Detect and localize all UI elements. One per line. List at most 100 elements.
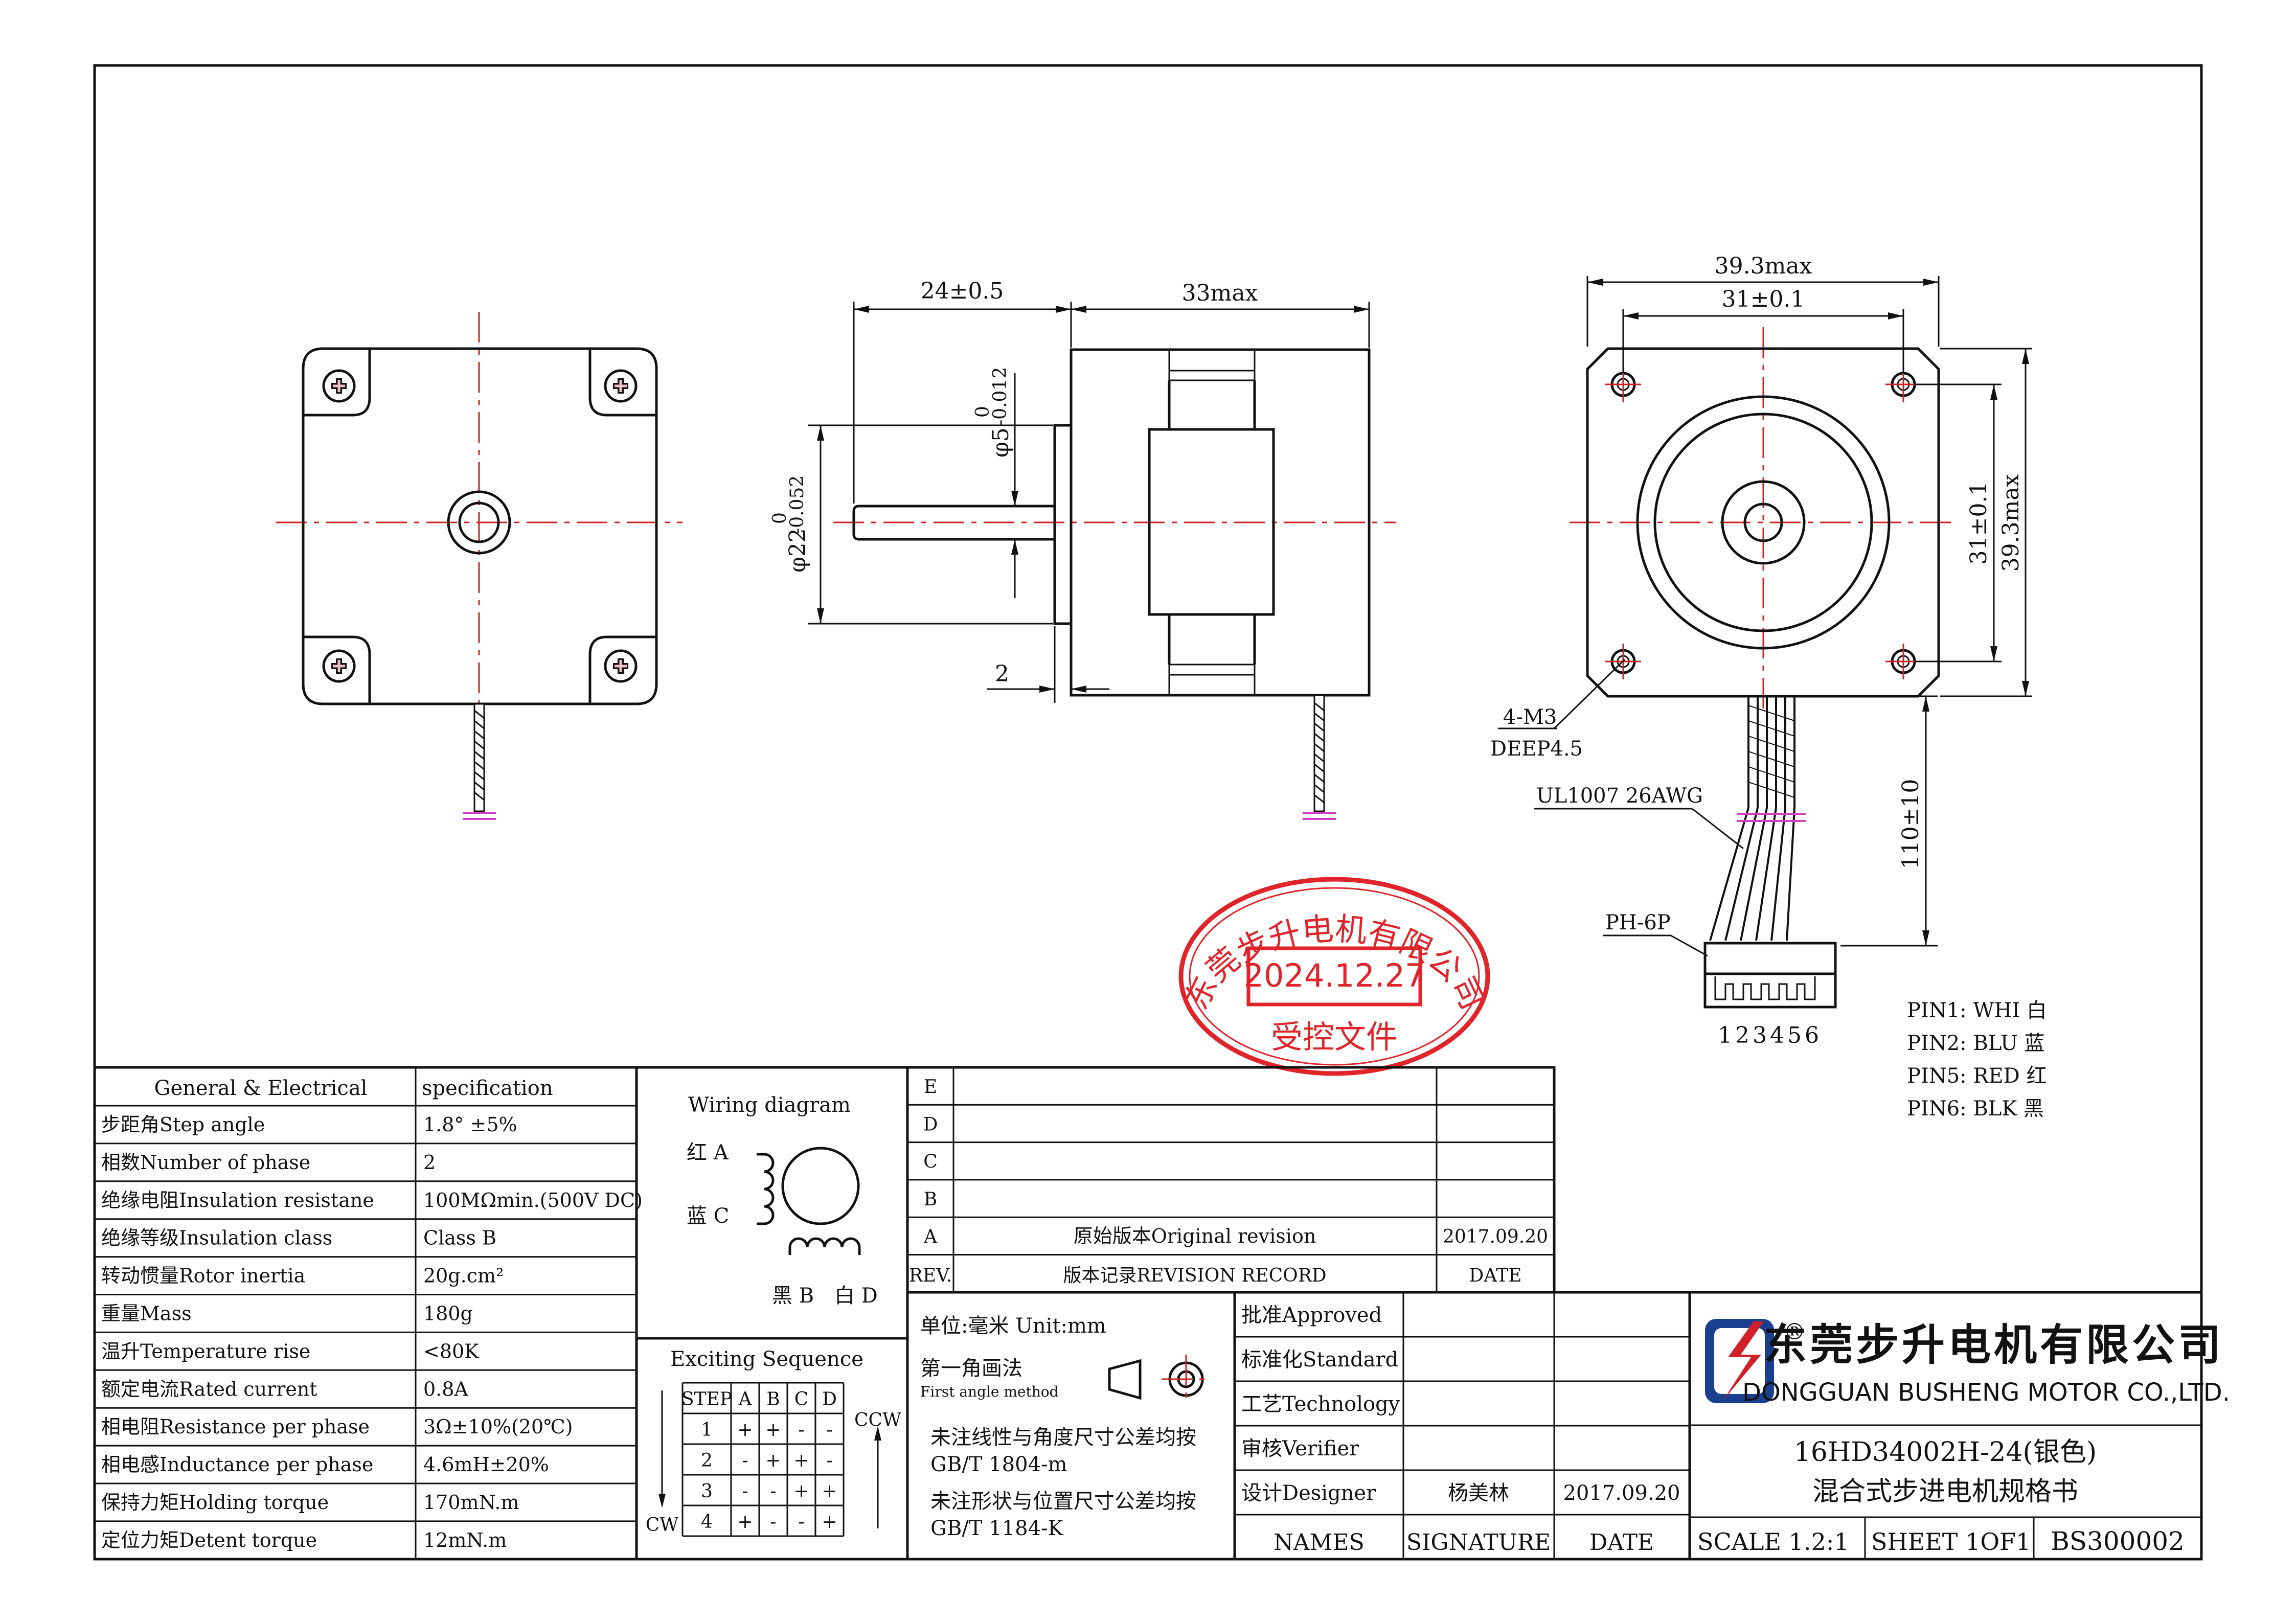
pin-label: PIN2: BLU 蓝 — [1907, 1032, 2045, 1055]
spec-name: 保持力矩Holding torque — [101, 1491, 329, 1514]
spec-name: 温升Temperature rise — [101, 1340, 310, 1362]
appr-col-signature: SIGNATURE — [1406, 1529, 1551, 1556]
seq-header: D — [822, 1389, 837, 1410]
company-name-cn: 东莞步升电机有限公司 — [1764, 1320, 2224, 1370]
company-logo: ® — [1705, 1319, 1806, 1403]
spec-name: 转动惯量Rotor inertia — [101, 1265, 305, 1287]
dim-boss-tol-lower: -0.052 — [787, 475, 808, 534]
company-name-en: DONGGUAN BUSHENG MOTOR CO.,LTD. — [1742, 1378, 2230, 1407]
seq-cell: - — [826, 1450, 832, 1471]
spec-value: 3Ω±10%(20℃) — [423, 1415, 573, 1438]
seq-cell: - — [798, 1512, 804, 1533]
seq-header: B — [766, 1389, 780, 1410]
connector-body — [1703, 942, 1837, 975]
dim-shaft-dia: φ5 — [988, 427, 1014, 458]
dim-screw-holes: 4-M3 — [1503, 705, 1557, 729]
appr-role: 工艺Technology — [1241, 1392, 1400, 1416]
document-number: BS300002 — [2051, 1526, 2185, 1556]
dim-boss-dia: φ22 — [785, 528, 811, 573]
pin-label: PIN6: BLK 黑 — [1907, 1097, 2044, 1121]
seq-cell: 2 — [701, 1450, 713, 1471]
sheet-label: SHEET 1OF1 — [1871, 1528, 2031, 1556]
seq-cell: + — [737, 1420, 753, 1441]
spec-header-left: General & Electrical — [154, 1077, 368, 1100]
model-number: 16HD34002H-24(银色) — [1794, 1437, 2097, 1468]
seq-cell: 3 — [701, 1481, 713, 1502]
dim-shaft-tol-lower: -0.012 — [990, 367, 1011, 426]
rev-header-date: DATE — [1469, 1265, 1521, 1286]
rev-code: D — [923, 1114, 938, 1135]
seq-header: STEP — [681, 1389, 732, 1410]
spec-value: 1.8° ±5% — [423, 1113, 517, 1136]
seq-cell: - — [770, 1512, 776, 1533]
spec-name: 相电阻Resistance per phase — [101, 1415, 370, 1438]
spec-header-right: specification — [422, 1077, 553, 1100]
appr-col-names: NAMES — [1274, 1529, 1365, 1556]
seq-cell: + — [737, 1512, 753, 1533]
appr-role: 设计Designer — [1241, 1481, 1376, 1505]
stamp-label: 受控文件 — [1271, 1018, 1398, 1056]
seq-cell: + — [765, 1420, 781, 1441]
seq-header: A — [738, 1389, 753, 1410]
rev-header-record: 版本记录REVISION RECORD — [1063, 1265, 1326, 1286]
logo-registered: ® — [1783, 1319, 1806, 1345]
spec-value: 20g.cm² — [423, 1265, 504, 1287]
front-view — [276, 312, 683, 820]
spec-name: 相电感Inductance per phase — [101, 1453, 373, 1476]
seq-cell: - — [798, 1420, 804, 1441]
approval-table: 批准Approved标准化Standard工艺Technology审核Verif… — [1233, 1291, 1691, 1561]
rev-header-rev: REV. — [909, 1265, 952, 1286]
document-title: 混合式步进电机规格书 — [1812, 1476, 2078, 1507]
seq-cell: - — [826, 1420, 832, 1441]
seq-cell: 4 — [701, 1512, 713, 1533]
appr-role: 标准化Standard — [1241, 1348, 1398, 1372]
pin-label: PIN1: WHI 白 — [1907, 999, 2047, 1022]
spec-name: 相数Number of phase — [101, 1151, 310, 1174]
scale-label: SCALE 1.2:1 — [1697, 1528, 1849, 1556]
dim-cable-length: 110±10 — [1898, 779, 1924, 870]
cable-bundle — [1709, 696, 1806, 941]
dim-hole-spacing: 31±0.1 — [1722, 286, 1805, 312]
rev-code: E — [924, 1077, 937, 1098]
spec-value: <80K — [423, 1340, 479, 1362]
dim-screw-depth: DEEP4.5 — [1490, 737, 1583, 761]
projection-symbol — [1108, 1359, 1142, 1400]
spec-table: General & Electrical specification 步距角St… — [93, 1066, 643, 1561]
dim-shaft-tol-upper: 0 — [972, 406, 993, 418]
rev-code: C — [923, 1152, 938, 1173]
dim-frame-height: 39.3max — [1998, 474, 2024, 572]
dim-cable-type: UL1007 26AWG — [1536, 784, 1703, 808]
wiring-diagram: Wiring diagram 红 A 蓝 C 黑 B 白 D — [635, 1066, 909, 1340]
seq-cell: + — [822, 1512, 837, 1533]
seq-cw: CW — [646, 1515, 679, 1536]
appr-date: 2017.09.20 — [1563, 1481, 1680, 1505]
appr-name: 杨美林 — [1448, 1481, 1509, 1505]
spec-value: 170mN.m — [423, 1491, 519, 1514]
title-block: ® 东莞步升电机有限公司 DONGGUAN BUSHENG MOTOR CO.,… — [1688, 1291, 2230, 1561]
seq-cell: - — [742, 1450, 748, 1471]
wiring-title: Wiring diagram — [688, 1093, 851, 1117]
appr-role: 批准Approved — [1241, 1304, 1382, 1327]
notes-tol1-std: GB/T 1804-m — [930, 1453, 1067, 1476]
seq-cell: + — [765, 1450, 781, 1471]
dim-body-length: 33max — [1182, 280, 1258, 306]
spec-name: 定位力矩Detent torque — [101, 1529, 317, 1551]
seq-ccw: CCW — [854, 1410, 901, 1431]
connector-pin-numbers: 123456 — [1718, 1022, 1822, 1048]
wiring-label-a: 红 A — [687, 1141, 729, 1164]
rev-code: A — [923, 1226, 938, 1247]
side-view: 24±0.5 33max φ22 0 -0.052 φ5 0 -0.012 2 — [769, 278, 1396, 820]
dim-hole-spacing-v: 31±0.1 — [1966, 482, 1992, 565]
spec-name: 绝缘电阻Insulation resistane — [101, 1189, 374, 1212]
dim-connector: PH-6P — [1605, 911, 1671, 934]
spec-name: 重量Mass — [101, 1303, 192, 1325]
dim-frame-width: 39.3max — [1715, 253, 1812, 279]
notes-tol2: 未注形状与位置尺寸公差均按 — [930, 1490, 1196, 1513]
spec-value: 4.6mH±20% — [423, 1453, 549, 1476]
screw-pockets — [303, 349, 656, 704]
notes-unit: 单位:毫米 Unit:mm — [920, 1314, 1106, 1338]
pin-list: PIN1: WHI 白 PIN2: BLU 蓝 PIN5: RED 红 PIN6… — [1907, 999, 2047, 1121]
